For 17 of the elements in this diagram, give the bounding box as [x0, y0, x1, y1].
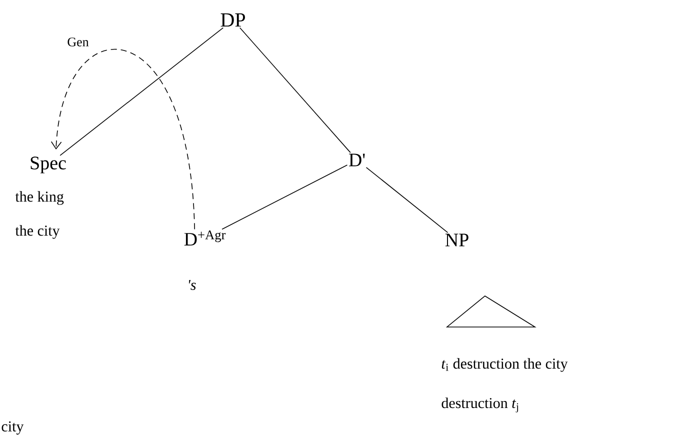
tree-label: NP [445, 234, 468, 246]
phrase-label: the city [15, 225, 60, 239]
tree-branch [60, 27, 224, 156]
tree-branch [239, 27, 351, 153]
tree-label: Spec [30, 156, 66, 174]
tree-branch [222, 164, 348, 230]
phrase-label: t$_{i}$ destruction the city [442, 358, 568, 372]
tree-branch [50, 49, 195, 230]
phrase-label: the king [15, 191, 64, 205]
phrase-label: 's [189, 280, 196, 290]
tree-label: D$^{+Agr}$ [184, 230, 226, 246]
phrase-label: city [2, 421, 24, 435]
tree-branch [366, 167, 448, 233]
edge-label: Gen [66, 36, 90, 48]
phrase-label: destruction t$_{j}$ [442, 398, 518, 412]
tree-label: D' [348, 154, 365, 166]
tree-label: DP [220, 13, 245, 27]
